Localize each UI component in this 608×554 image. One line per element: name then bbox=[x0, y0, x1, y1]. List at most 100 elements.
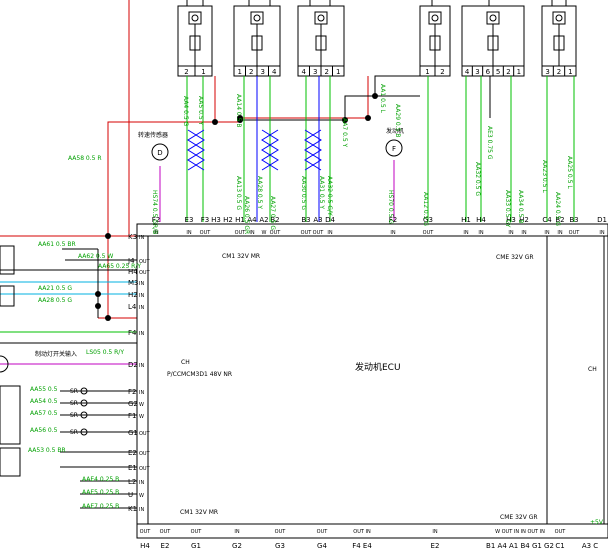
wire-id-label: AA4 0.5 G bbox=[182, 96, 189, 127]
wire-id-label: AA27 0.5 G bbox=[269, 196, 276, 230]
connector-pin-label: 5 bbox=[496, 68, 500, 76]
wire-id-label: AAE4 0.25 B bbox=[82, 476, 119, 483]
ecu-top-pin-name: A3 bbox=[313, 216, 322, 224]
shield-label: SR bbox=[70, 412, 78, 419]
red-wire bbox=[240, 76, 369, 119]
ecu-top-pin-io: IN bbox=[508, 230, 513, 236]
connector-pin-label: 2 bbox=[325, 68, 329, 76]
connector-pin-label: 4 bbox=[272, 68, 277, 76]
ecu-top-pin-io: OUT bbox=[423, 230, 435, 236]
ecu-bottom-pin-io: OUT bbox=[555, 529, 567, 535]
ecu-bottom-pin-io: OUT IN bbox=[353, 529, 371, 535]
ecu-top-pin-io: OUT bbox=[270, 230, 282, 236]
ecu-bottom-pin-name: G4 bbox=[317, 542, 327, 550]
connector-pin-label: 4 bbox=[302, 68, 307, 76]
wire-id-label: AA61 0.5 BR bbox=[38, 241, 76, 248]
ecu-bottom-pin-name: E2 bbox=[161, 542, 170, 550]
ecu-left-pin-io: W bbox=[139, 402, 144, 408]
twisted-pair-wire bbox=[187, 129, 205, 171]
component-symbol bbox=[251, 35, 263, 51]
twisted-pair-wire bbox=[261, 129, 279, 171]
ecu-bottom-pin-io: OUT bbox=[191, 529, 203, 535]
ecu-top-pin-name: E3 bbox=[185, 216, 194, 224]
ecu-label-ch-left-sub: P/CCMCM3D1 48V NR bbox=[167, 371, 232, 378]
ecu-left-pin-io: W bbox=[139, 493, 144, 499]
red-wire-bus bbox=[107, 76, 216, 236]
junction-dot bbox=[342, 117, 348, 123]
component-symbol bbox=[250, 11, 264, 25]
component-symbol bbox=[314, 11, 328, 25]
shield-label: SR bbox=[70, 400, 78, 407]
ecu-left-pin-io: IN bbox=[139, 363, 144, 369]
wire-id-label: AA55 0.5 bbox=[30, 386, 58, 393]
wire-id-label: AA5 0.5 Y bbox=[197, 96, 204, 126]
ecu-top-pin-io: OUT bbox=[200, 230, 212, 236]
component-symbol bbox=[317, 14, 325, 22]
sensor-d-letter: D bbox=[157, 149, 162, 157]
junction-dot bbox=[105, 233, 111, 239]
ecu-left-pin-io: IN bbox=[139, 480, 144, 486]
ecu-bottom-pin-name: B1 A4 A1 B4 G1 G2 bbox=[486, 542, 554, 550]
component-symbol bbox=[552, 11, 566, 25]
wires bbox=[0, 0, 605, 524]
ecu-left-pin-name: F2 bbox=[128, 388, 136, 396]
ecu-left-pin-name: F4 bbox=[128, 329, 137, 337]
connector-pin-label: 3 bbox=[313, 68, 317, 76]
connector-pin-label: 1 bbox=[568, 68, 572, 76]
ecu-top-pin-io: OUT bbox=[301, 230, 313, 236]
wire-id-label: AA14 0.5 B bbox=[235, 94, 242, 127]
ecu-top-pin-name: H4 bbox=[476, 216, 486, 224]
ecu-label-cme-bottom: CME 32V GR bbox=[500, 514, 538, 521]
ecu-top-pin-io: IN bbox=[557, 230, 562, 236]
connector-pin-label: 1 bbox=[201, 68, 205, 76]
wire-id-label: AAE7 0.25 B bbox=[82, 503, 119, 510]
wire-id-label: AA1 0.5 L bbox=[379, 84, 386, 114]
connector-pin-label: 1 bbox=[336, 68, 340, 76]
wire-id-label: AA25 0.5 L bbox=[566, 156, 573, 189]
ecu-label-cme-top: CME 32V GR bbox=[496, 254, 534, 261]
connector-pin-label: 2 bbox=[249, 68, 253, 76]
twisted-pair-wire bbox=[187, 129, 205, 171]
component-symbol bbox=[489, 14, 497, 22]
ecu-top-pin-name: A2 bbox=[259, 216, 268, 224]
ecu-top-pin-io: IN bbox=[463, 230, 468, 236]
shield-ground-symbol bbox=[80, 411, 88, 419]
ecu-bottom-pin-io: IN bbox=[234, 529, 239, 535]
ecu-left-pin-name: K1 bbox=[128, 505, 137, 513]
shield-label: SR bbox=[70, 388, 78, 395]
ecu-top-pin-name: H2 bbox=[519, 216, 529, 224]
ecu-top-pin-name: B2 bbox=[555, 216, 564, 224]
ecu-label-ch-right: CH bbox=[588, 366, 597, 373]
junction-dot bbox=[95, 303, 101, 309]
twisted-pair-wire bbox=[261, 129, 279, 171]
ecu-left-pin-io: IN bbox=[139, 305, 144, 311]
ecu-top-pin-name: C4 bbox=[542, 216, 552, 224]
ecu-top-pin-io: IN bbox=[390, 230, 395, 236]
ecu-top-pin-io: IN bbox=[327, 230, 332, 236]
twisted-pair-wire bbox=[304, 129, 322, 171]
component-symbol bbox=[253, 14, 261, 22]
ecu-left-pin-name: J4 bbox=[127, 257, 135, 265]
ecu-bottom-pin-io: OUT bbox=[160, 529, 172, 535]
connector-pin-label: 1 bbox=[517, 68, 521, 76]
junction-dot bbox=[212, 119, 218, 125]
wire-id-label: AA33 0.5 GY bbox=[504, 190, 511, 228]
ecu-bottom-pin-io: W OUT IN IN OUT IN bbox=[495, 529, 545, 535]
wire-id-label: AA32 0.5 G/Y bbox=[326, 176, 333, 216]
wire-id-label: LS05 0.5 R/Y bbox=[86, 349, 124, 356]
ecu-outline bbox=[136, 223, 608, 539]
ecu-top-pin-name: D1 bbox=[597, 216, 607, 224]
component-symbol bbox=[315, 35, 327, 51]
connector-pin-label: 3 bbox=[475, 68, 479, 76]
black-wire-bus bbox=[240, 75, 432, 121]
twisted-pair-wire bbox=[304, 129, 322, 171]
connector-pin-label: 2 bbox=[557, 68, 561, 76]
component-symbol bbox=[486, 11, 500, 25]
ecu-bottom-pin-io: IN bbox=[432, 529, 437, 535]
ecu-left-pin-io: IN bbox=[139, 331, 144, 337]
wire-id-label: AA30 0.5 G bbox=[300, 176, 307, 210]
ecu-top-pin-name: F2 bbox=[389, 216, 397, 224]
wire-id-label: AA26 0.5 GR bbox=[243, 196, 250, 234]
